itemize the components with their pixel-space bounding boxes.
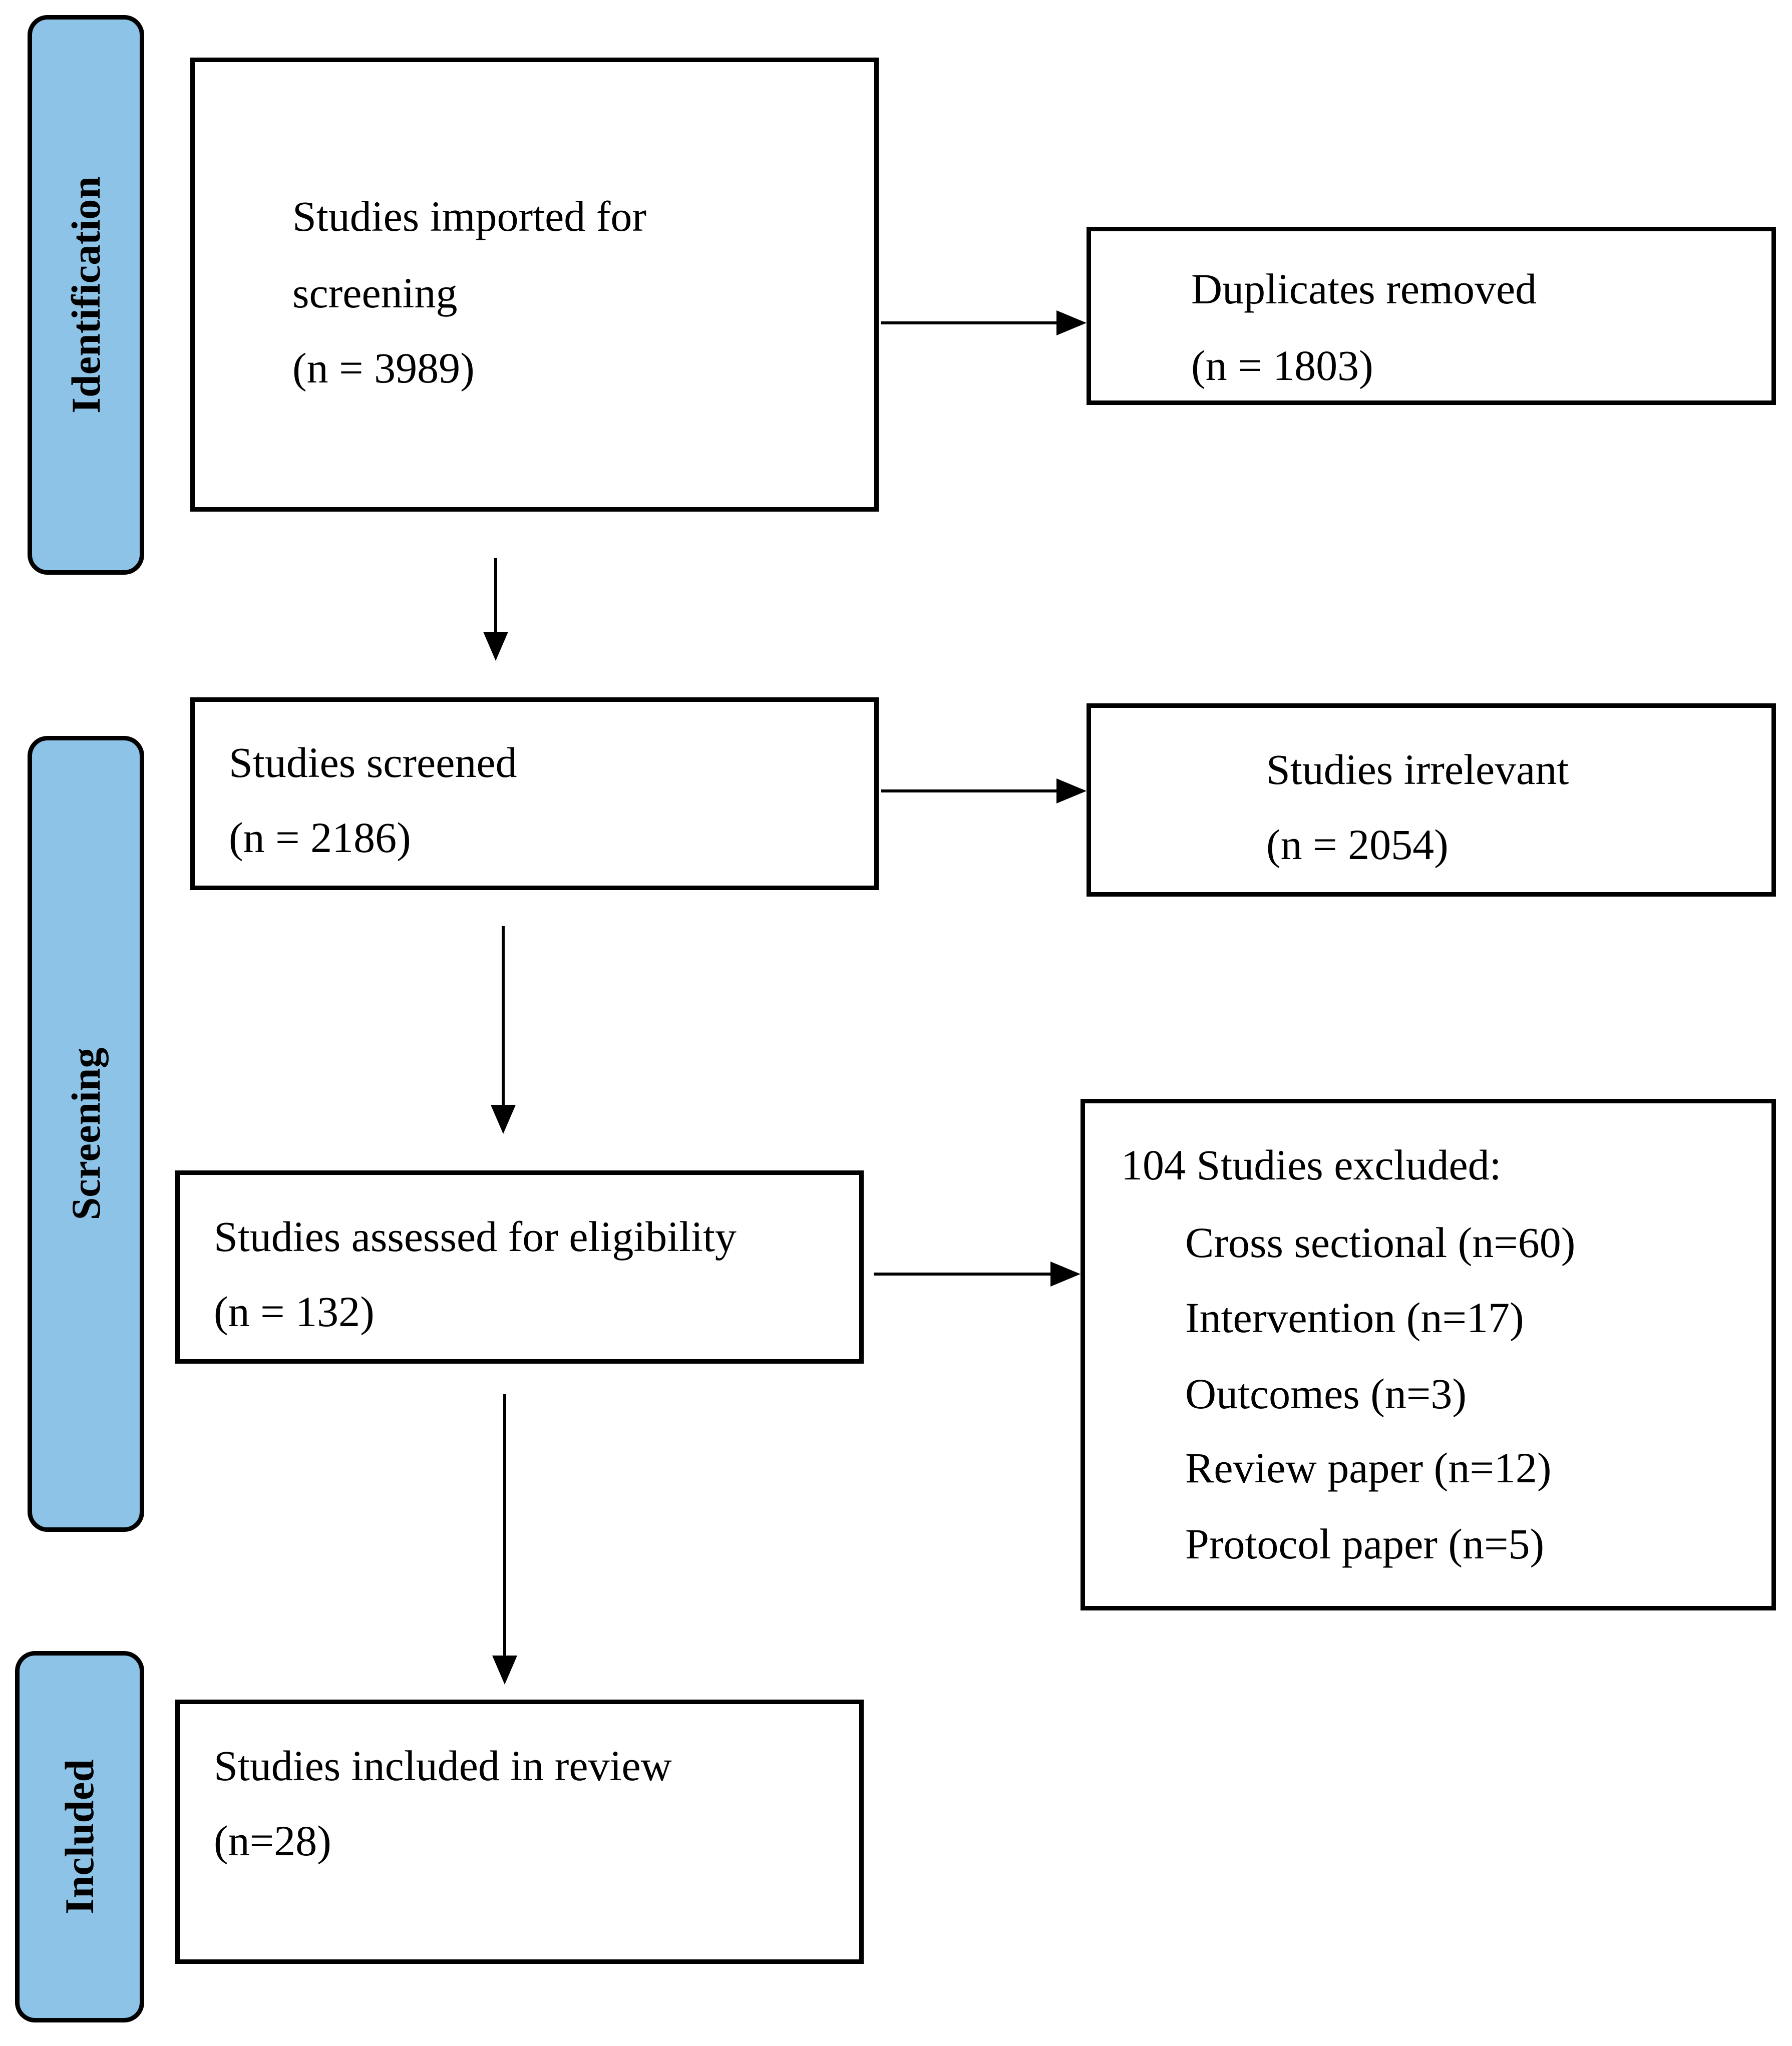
imported-count: (n = 3989) [292, 344, 475, 392]
excluded-reason: Review paper (n=12) [1185, 1444, 1552, 1492]
arrowhead [1056, 310, 1087, 335]
arrowhead [491, 1105, 516, 1134]
box-studies-imported: Studies imported for screening (n = 3989… [190, 58, 879, 512]
arrowhead [1056, 778, 1087, 803]
included-count: (n=28) [214, 1817, 331, 1865]
box-studies-eligibility: Studies assessed for eligibility (n = 13… [175, 1170, 864, 1364]
excluded-reason: Intervention (n=17) [1185, 1294, 1524, 1342]
excluded-reason: Cross sectional (n=60) [1185, 1218, 1576, 1267]
screened-label: Studies screened [229, 738, 517, 786]
phase-screening: Screening [28, 736, 144, 1532]
screened-count: (n = 2186) [229, 813, 411, 862]
excluded-reason: Protocol paper (n=5) [1185, 1520, 1545, 1568]
box-studies-irrelevant: Studies irrelevant (n = 2054) [1087, 703, 1776, 897]
arrowhead [492, 1656, 517, 1685]
arrowhead [483, 632, 508, 661]
arrowhead [1050, 1262, 1081, 1287]
imported-label: Studies imported for [292, 192, 647, 240]
eligibility-label: Studies assessed for eligibility [214, 1212, 737, 1261]
box-studies-excluded: 104 Studies excluded: Cross sectional (n… [1081, 1099, 1776, 1610]
excluded-reason: Outcomes (n=3) [1185, 1370, 1467, 1418]
box-duplicates-removed: Duplicates removed (n = 1803) [1087, 227, 1776, 405]
imported-label-cont: screening [292, 269, 458, 317]
duplicates-label: Duplicates removed [1191, 265, 1537, 313]
box-studies-screened: Studies screened (n = 2186) [190, 697, 879, 890]
duplicates-count: (n = 1803) [1191, 341, 1373, 389]
irrelevant-label: Studies irrelevant [1266, 745, 1569, 793]
included-label: Studies included in review [214, 1742, 672, 1790]
excluded-title: 104 Studies excluded: [1121, 1141, 1502, 1189]
eligibility-count: (n = 132) [214, 1288, 375, 1336]
irrelevant-count: (n = 2054) [1266, 821, 1449, 869]
phase-included: Included [15, 1651, 144, 2022]
box-studies-included: Studies included in review (n=28) [175, 1700, 864, 1964]
phase-identification: Identification [28, 15, 144, 575]
